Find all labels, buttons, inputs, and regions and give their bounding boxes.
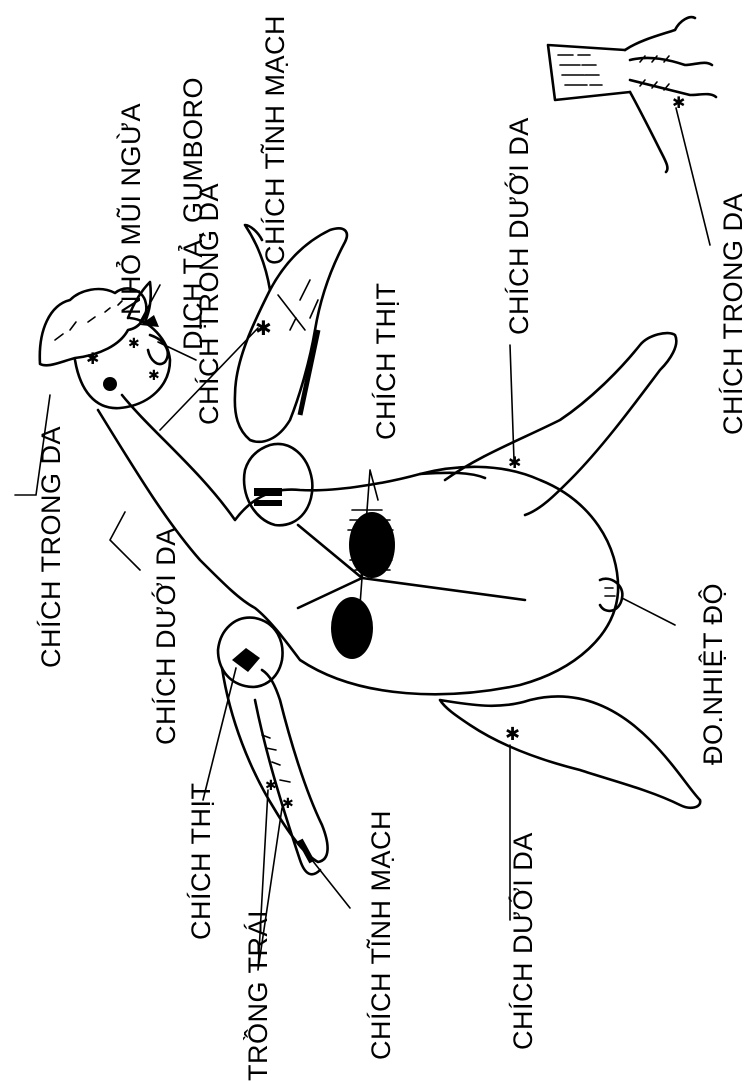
label-chich-thit-wing: CHÍCH THỊT: [186, 783, 216, 941]
svg-text:✱: ✱: [672, 95, 686, 112]
label-trong-trai: TRỒNG TRÁI: [242, 910, 273, 1081]
svg-text:✱: ✱: [505, 724, 521, 744]
label-chich-duoi-da-top-leg: CHÍCH DƯỚI DA: [503, 117, 534, 335]
chicken-head: ✱ ✱ ✱: [40, 282, 170, 408]
svg-text:✱: ✱: [148, 367, 160, 383]
svg-text:✱: ✱: [265, 777, 277, 793]
label-chich-trong-da-wing: CHÍCH TRONG DA: [194, 183, 224, 425]
top-leg: ✱: [445, 333, 676, 515]
top-wing: ✱: [235, 225, 347, 525]
svg-text:✱: ✱: [128, 335, 140, 351]
label-chich-tinh-mach-bottom: CHÍCH TĨNH MẠCH: [365, 810, 396, 1060]
label-chich-duoi-da-bottom-leg: CHÍCH DƯỚI DA: [507, 832, 538, 1050]
label-chich-duoi-da-neck: CHÍCH DƯỚI DA: [150, 527, 181, 745]
label-chich-thit-breast: CHÍCH THỊT: [371, 283, 401, 441]
chicken-foot: ✱: [548, 17, 716, 172]
bottom-wing: ✱ ✱: [218, 618, 328, 875]
bottom-leg: ✱: [440, 696, 700, 807]
label-chich-trong-da-left: CHÍCH TRONG DA: [36, 426, 66, 668]
svg-text:✱: ✱: [282, 795, 294, 811]
svg-text:✱: ✱: [86, 351, 100, 368]
breast-muscles: [298, 510, 525, 659]
svg-text:✱: ✱: [508, 455, 522, 472]
label-nho-mui-ngua: NHỎ MŨI NGỪA: [114, 103, 146, 315]
label-chich-tinh-mach-top: CHÍCH TĨNH MẠCH: [259, 15, 290, 265]
label-do-nhiet-do: ĐO.NHIỆT ĐỘ: [697, 583, 728, 765]
label-chich-trong-da-foot: CHÍCH TRONG DA: [718, 193, 747, 435]
